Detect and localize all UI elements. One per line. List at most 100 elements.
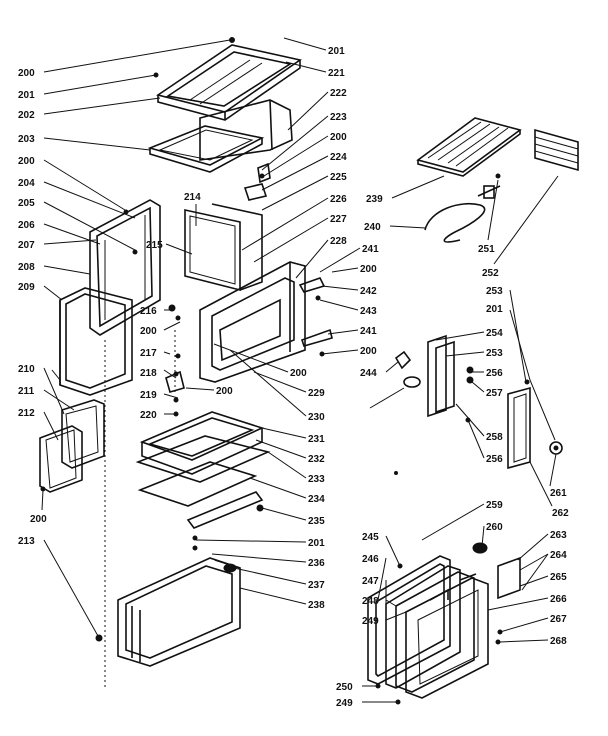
callout-label: 245 [362, 532, 379, 543]
callout-label: 263 [550, 530, 567, 541]
callout-label: 261 [550, 488, 567, 499]
callout-label: 247 [362, 576, 379, 587]
leader-lines [41, 37, 559, 703]
side-grille-drawing [39, 399, 105, 493]
callout-label: 268 [550, 636, 567, 647]
callout-label: 254 [486, 328, 503, 339]
callout-labels: 200 201 202 203 200 204 205 206 207 208 … [18, 46, 569, 709]
callout-label: 221 [328, 68, 345, 79]
callout-label: 228 [330, 236, 347, 247]
callout-label: 200 [216, 386, 233, 397]
callout-label: 262 [552, 508, 569, 519]
callout-label: 216 [140, 306, 157, 317]
side-rack-drawing [534, 128, 579, 172]
callout-label: 236 [308, 558, 325, 569]
callout-label: 259 [486, 500, 503, 511]
small-clips-drawing [243, 162, 271, 201]
broiler-pan-drawing [135, 411, 271, 551]
callout-label: 242 [360, 286, 377, 297]
callout-label: 201 [328, 46, 345, 57]
callout-label: 231 [308, 434, 325, 445]
callout-label: 202 [18, 110, 35, 121]
bottom-drawer-drawing [95, 557, 241, 667]
callout-label: 229 [308, 388, 325, 399]
callout-label: 232 [308, 454, 325, 465]
callout-label: 218 [140, 368, 157, 379]
callout-label: 200 [140, 326, 157, 337]
top-cover-drawing [153, 37, 302, 121]
control-panel-drawing [427, 334, 474, 423]
callout-label: 258 [486, 432, 503, 443]
callout-label: 214 [184, 192, 201, 203]
oven-rack-drawing [416, 117, 522, 177]
callout-label: 224 [330, 152, 347, 163]
callout-label: 200 [290, 368, 307, 379]
bake-element-drawing [424, 173, 501, 243]
callout-label: 249 [336, 698, 353, 709]
callout-label: 264 [550, 550, 567, 561]
side-panel-drawing [51, 199, 161, 396]
callout-label: 237 [308, 580, 325, 591]
callout-label: 252 [482, 268, 499, 279]
callout-label: 207 [18, 240, 35, 251]
callout-label: 209 [18, 282, 35, 293]
callout-label: 239 [366, 194, 383, 205]
knob-drawing [369, 350, 421, 409]
callout-label: 265 [550, 572, 567, 583]
callout-label: 222 [330, 88, 347, 99]
callout-label: 240 [364, 222, 381, 233]
callout-label: 227 [330, 214, 347, 225]
callout-label: 267 [550, 614, 567, 625]
callout-label: 257 [486, 388, 503, 399]
callout-label: 241 [362, 244, 379, 255]
callout-label: 204 [18, 178, 35, 189]
callout-label: 244 [360, 368, 377, 379]
front-frame-drawing [168, 261, 333, 383]
burner-box-drawing [147, 99, 293, 173]
callout-label: 212 [18, 408, 35, 419]
callout-label: 201 [308, 538, 325, 549]
callout-label: 241 [360, 326, 377, 337]
bracket-parts-drawing [165, 353, 185, 417]
callout-label: 235 [308, 516, 325, 527]
callout-label: 201 [18, 90, 35, 101]
callout-label: 219 [140, 390, 157, 401]
callout-label: 217 [140, 348, 157, 359]
callout-label: 248 [362, 596, 379, 607]
callout-label: 243 [360, 306, 377, 317]
callout-label: 256 [486, 454, 503, 465]
callout-label: 208 [18, 262, 35, 273]
callout-label: 200 [18, 68, 35, 79]
callout-label: 211 [18, 386, 35, 397]
callout-label: 251 [478, 244, 495, 255]
callout-label: 256 [486, 368, 503, 379]
callout-label: 226 [330, 194, 347, 205]
callout-label: 266 [550, 594, 567, 605]
callout-label: 250 [336, 682, 353, 693]
callout-label: 205 [18, 198, 35, 209]
callout-label: 225 [330, 172, 347, 183]
callout-label: 234 [308, 494, 325, 505]
oven-door-drawing [367, 542, 521, 705]
callout-label: 200 [360, 346, 377, 357]
callout-label: 223 [330, 112, 347, 123]
callout-label: 201 [486, 304, 503, 315]
callout-label: 233 [308, 474, 325, 485]
rear-panel-drawing [184, 203, 263, 292]
callout-label: 220 [140, 410, 157, 421]
callout-label: 260 [486, 522, 503, 533]
callout-label: 215 [146, 240, 163, 251]
hardware-dots [173, 295, 398, 475]
callout-label: 213 [18, 536, 35, 547]
callout-label: 200 [18, 156, 35, 167]
callout-label: 253 [486, 348, 503, 359]
callout-label: 200 [360, 264, 377, 275]
callout-label: 200 [30, 514, 47, 525]
callout-label: 210 [18, 364, 35, 375]
callout-label: 249 [362, 616, 379, 627]
callout-label: 206 [18, 220, 35, 231]
callout-label: 203 [18, 134, 35, 145]
callout-label: 230 [308, 412, 325, 423]
callout-label: 200 [330, 132, 347, 143]
